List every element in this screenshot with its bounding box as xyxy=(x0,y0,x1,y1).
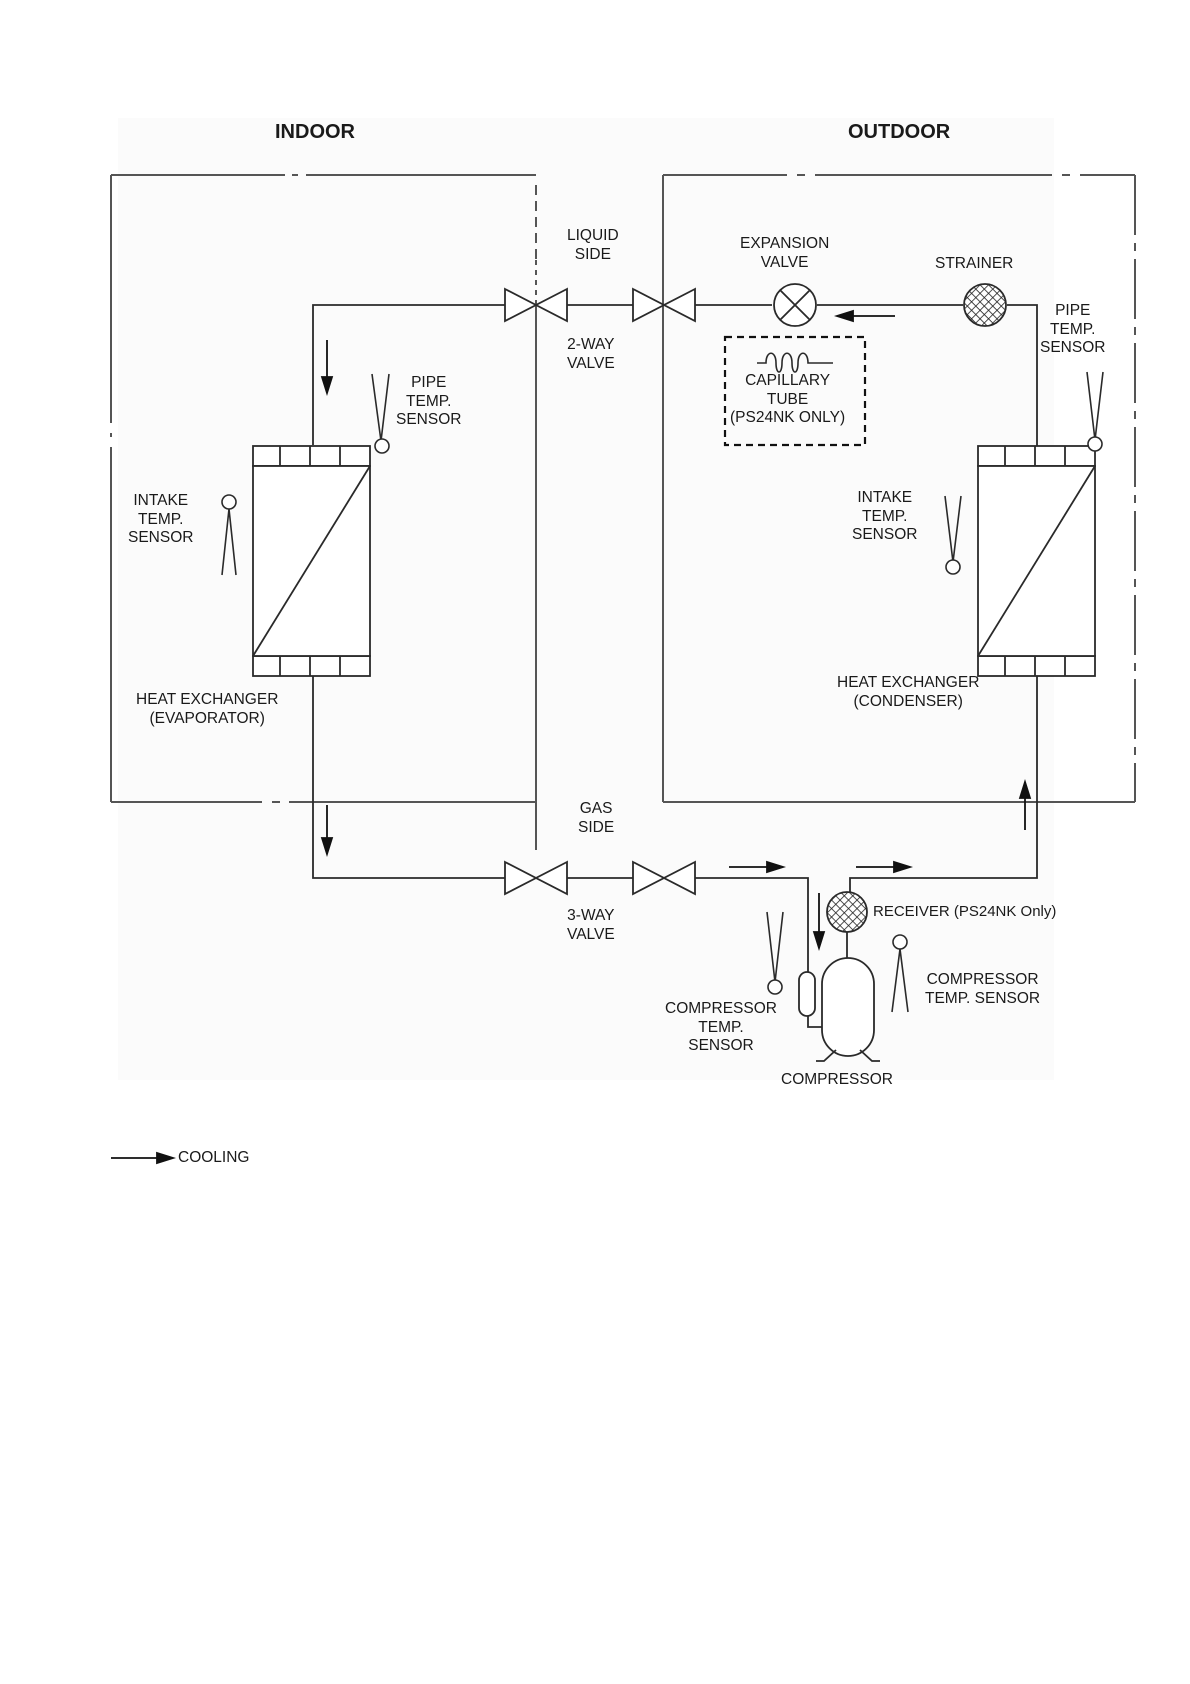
evaporator-heat-exchanger xyxy=(252,445,371,677)
strainer-icon xyxy=(963,283,1007,327)
indoor-section-title: INDOOR xyxy=(275,121,355,143)
flow-arrow-down-icon xyxy=(320,340,334,397)
capillary-tube-box xyxy=(723,335,867,447)
gas-line-indoor xyxy=(312,676,505,879)
receiver-label: RECEIVER (PS24NK Only) xyxy=(873,903,1057,920)
receiver-icon xyxy=(826,891,868,958)
flow-arrow-down-icon xyxy=(320,805,334,858)
condenser-heat-exchanger xyxy=(977,445,1096,677)
outdoor-unit-boundary xyxy=(662,174,1136,803)
indoor-unit-boundary xyxy=(110,174,537,850)
cooling-legend-label: COOLING xyxy=(178,1149,250,1166)
indoor-intake-sensor-label: INTAKE TEMP. SENSOR xyxy=(128,492,194,547)
condenser-label: HEAT EXCHANGER (CONDENSER) xyxy=(837,674,980,710)
compressor-temp-sensor-left-icon xyxy=(766,911,784,995)
compressor-temp-sensor-right-icon xyxy=(891,934,909,1013)
indoor-intake-temp-sensor-icon xyxy=(221,494,237,576)
liquid-line-strainer-to-condenser xyxy=(1007,304,1038,446)
evaporator-label: HEAT EXCHANGER (EVAPORATOR) xyxy=(136,691,279,727)
cooling-legend-arrow-icon xyxy=(111,1151,177,1165)
compressor-sensor-left-label: COMPRESSOR TEMP. SENSOR xyxy=(665,1000,777,1055)
outdoor-intake-temp-sensor-icon xyxy=(944,495,962,575)
strainer-label: STRAINER xyxy=(935,255,1014,272)
indoor-gas-valve-icon xyxy=(504,860,568,896)
compressor-label: COMPRESSOR xyxy=(781,1071,893,1088)
two-way-valve-icon xyxy=(632,287,696,323)
compressor-sensor-right-label: COMPRESSOR TEMP. SENSOR xyxy=(925,971,1041,1007)
gas-line-outdoor xyxy=(695,877,809,1015)
flow-arrow-up-icon xyxy=(1018,778,1032,830)
outdoor-pipe-sensor-label: PIPE TEMP. SENSOR xyxy=(1040,302,1106,357)
flow-arrow-left-icon xyxy=(833,309,895,323)
liquid-side-label: LIQUID SIDE xyxy=(567,227,619,263)
capillary-tube-label: CAPILLARY TUBE (PS24NK ONLY) xyxy=(730,372,846,427)
indoor-pipe-temp-sensor-icon xyxy=(371,373,390,454)
indoor-liquid-valve-icon xyxy=(504,287,568,323)
two-way-valve-label: 2-WAY VALVE xyxy=(567,336,615,372)
flow-arrow-right-icon xyxy=(729,860,787,874)
three-way-valve-icon xyxy=(632,860,696,896)
outdoor-pipe-temp-sensor-icon xyxy=(1086,371,1104,452)
outdoor-intake-sensor-label: INTAKE TEMP. SENSOR xyxy=(852,489,918,544)
liquid-line-indoor xyxy=(312,304,505,445)
three-way-valve-label: 3-WAY VALVE xyxy=(567,907,615,943)
flow-arrow-right-icon xyxy=(856,860,914,874)
expansion-valve-label: EXPANSION VALVE xyxy=(740,235,830,271)
gas-side-label: GAS SIDE xyxy=(578,800,615,836)
expansion-valve-icon xyxy=(773,283,817,327)
indoor-pipe-sensor-label: PIPE TEMP. SENSOR xyxy=(396,374,462,429)
capillary-coil-icon xyxy=(757,352,833,373)
outdoor-section-title: OUTDOOR xyxy=(848,121,951,143)
flow-arrow-down-icon xyxy=(812,893,826,952)
discharge-line xyxy=(849,676,1038,920)
compressor-icon xyxy=(798,957,880,1062)
